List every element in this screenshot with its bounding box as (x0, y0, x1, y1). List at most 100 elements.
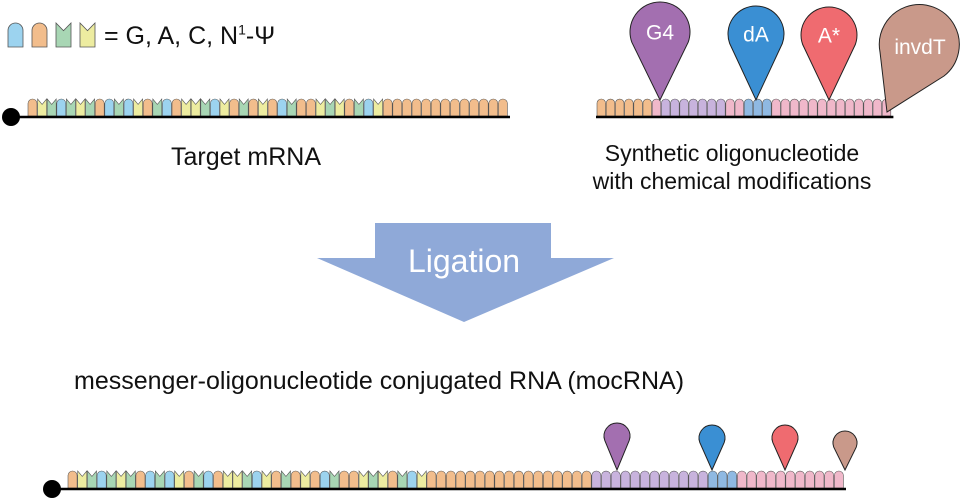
legend-nucleotide-C (55, 22, 72, 48)
oligo-nucleotide (835, 98, 846, 117)
mrna-nucleotide (373, 98, 383, 117)
mocrna-nucleotide (358, 470, 369, 489)
mocrna-nucleotide (572, 470, 582, 489)
oligo-nucleotide (624, 98, 634, 117)
mocrna-nucleotide (591, 470, 602, 489)
moc-a-star-marker (771, 424, 799, 472)
mrna-nucleotide (440, 98, 451, 117)
mocrna-nucleotide (640, 470, 650, 489)
mocrna-nucleotide (222, 470, 233, 489)
mocrna-nucleotide (349, 470, 359, 489)
moc-da-marker (698, 424, 726, 472)
legend-nucleotide-G (7, 22, 24, 48)
mocrna-nucleotide (339, 470, 349, 489)
mrna-nucleotide (133, 98, 143, 117)
oligo-nucleotide (642, 98, 652, 117)
oligo-label-line1: Synthetic oligonucleotide (604, 140, 860, 166)
mocrna-nucleotide (67, 470, 78, 489)
mocrna-nucleotide (552, 470, 563, 489)
mrna-nucleotide (123, 98, 134, 117)
mocrna-modification-markers (603, 422, 858, 472)
mocrna-nucleotide (426, 470, 437, 489)
mocrna-nucleotide (533, 470, 543, 489)
a-star-marker (800, 6, 858, 102)
mrna-nucleotide (354, 98, 364, 117)
mocrna-nucleotide (737, 470, 747, 489)
mrna-nucleotide (459, 98, 470, 117)
oligo-nucleotide (845, 98, 855, 117)
mocrna-nucleotide (261, 470, 272, 489)
legend-nucleotide-key (7, 22, 96, 48)
mocrna-nucleotide (785, 470, 796, 489)
oligo-nucleotide (670, 98, 680, 117)
oligo-nucleotide (707, 98, 717, 117)
mrna-nucleotide (344, 98, 355, 117)
mrna-nucleotide (46, 98, 57, 117)
mocrna-nucleotide (242, 470, 252, 489)
legend-nucleotide-N (79, 22, 96, 48)
mocrna-nucleotide (775, 470, 786, 489)
mrna-nucleotide (421, 98, 431, 117)
oligo-nucleotide (863, 98, 873, 117)
oligo-nucleotide (688, 98, 698, 117)
mocrna-nucleotide (484, 470, 495, 489)
mocrna-nucleotide (475, 470, 485, 489)
mrna-nucleotide (392, 98, 403, 117)
mocrna-nucleotide (601, 470, 611, 489)
da-marker (727, 5, 785, 102)
g4-marker (629, 1, 691, 102)
oligo-nucleotide (596, 98, 606, 117)
mrna-cap-dot (2, 108, 20, 126)
mocrna-nucleotide (504, 470, 514, 489)
mocrna-nucleotide (329, 470, 340, 489)
mocrna-nucleotide (669, 470, 679, 489)
oligo-nucleotide (651, 98, 662, 117)
mocrna-nucleotide (193, 470, 204, 489)
mocrna-nucleotide (659, 470, 670, 489)
mocrna-nucleotide (96, 470, 107, 489)
mocrna-nucleotide (678, 470, 689, 489)
oligo-nucleotide (661, 98, 671, 117)
mrna-nucleotide (248, 98, 259, 117)
moc-g4-marker (603, 422, 631, 472)
mrna-nucleotide (66, 98, 76, 117)
mocrna-nucleotide (795, 470, 805, 489)
mocrna-nucleotide (310, 470, 320, 489)
oligo-label: Synthetic oligonucleotide with chemical … (562, 139, 902, 195)
oligo-nucleotide (753, 98, 763, 117)
oligo-nucleotide (789, 98, 800, 117)
mocrna-nucleotide (523, 470, 534, 489)
mrna-nucleotide (219, 98, 230, 117)
mocrna-nucleotide (727, 470, 737, 489)
mrna-nucleotide (85, 98, 95, 117)
mocrna-nucleotide (649, 470, 660, 489)
mrna-nucleotide (142, 98, 153, 117)
a-star-label: A* (818, 25, 840, 48)
mocrna-nucleotide (319, 470, 330, 489)
mrna-nucleotide (56, 98, 67, 117)
da-label: dA (743, 24, 769, 47)
mrna-nucleotide (37, 98, 47, 117)
mrna-nucleotide (488, 98, 499, 117)
mrna-nucleotide (152, 98, 163, 117)
mrna-nucleotide (411, 98, 422, 117)
mocrna-nucleotide (125, 470, 136, 489)
mrna-nucleotide (469, 98, 479, 117)
legend-text: = G, A, C, N1-Ψ (104, 22, 275, 51)
invdt-marker (878, 4, 960, 113)
oligo-nucleotide (734, 98, 744, 117)
oligo-nucleotide (633, 98, 643, 117)
oligo-nucleotide (771, 98, 781, 117)
oligo-nucleotide (697, 98, 708, 117)
mocrna-nucleotide (766, 470, 776, 489)
oligo-nucleotide (743, 98, 754, 117)
mrna-nucleotide (325, 98, 335, 117)
oligo-label-line2: with chemical modifications (592, 168, 872, 194)
mocrna-nucleotide (164, 470, 175, 489)
mocrna-nucleotide (145, 470, 155, 489)
mocrna-nucleotide (620, 470, 631, 489)
oligo-nucleotide (716, 98, 726, 117)
oligo-nucleotide (679, 98, 689, 117)
